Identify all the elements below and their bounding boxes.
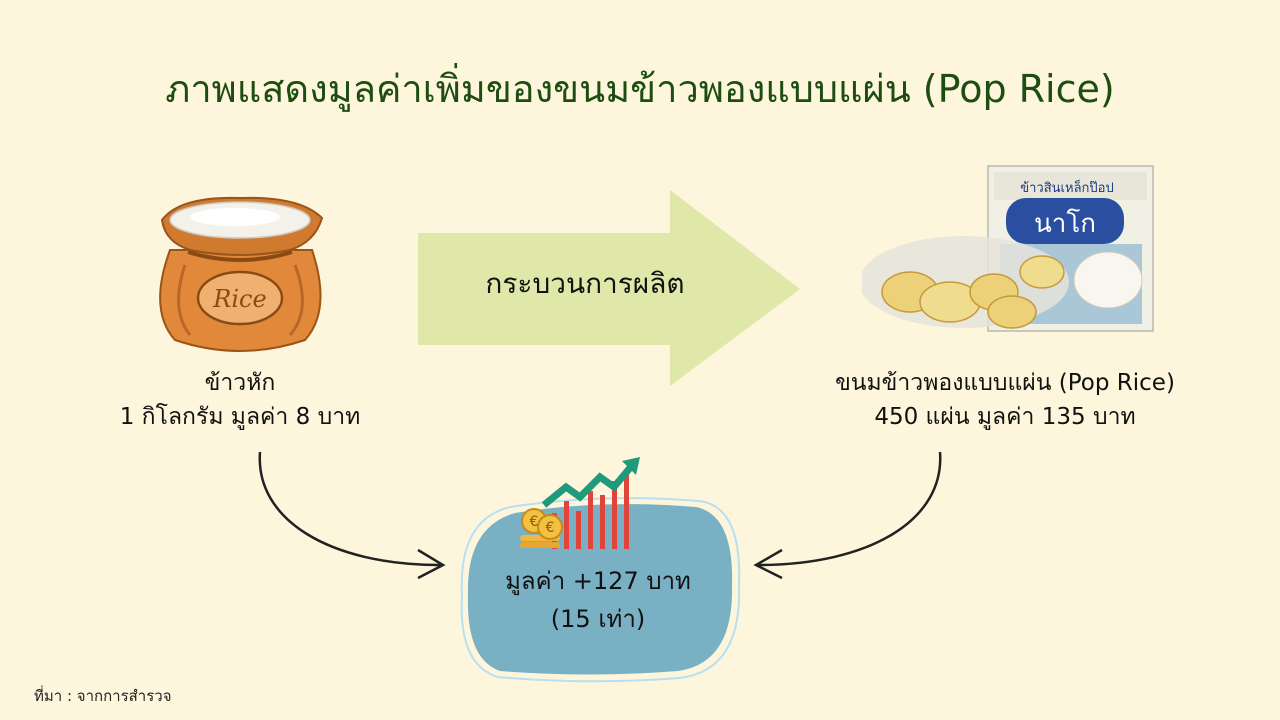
result-text: มูลค่า +127 บาท (15 เท่า) — [468, 562, 728, 638]
result-value: มูลค่า +127 บาท — [505, 567, 691, 595]
package-brand: นาโก — [1034, 208, 1096, 239]
sack-label: Rice — [212, 285, 266, 313]
input-detail: 1 กิโลกรัม มูลค่า 8 บาท — [119, 404, 361, 430]
pop-rice-package-image: ข้าวสินเหล็กป๊อป นาโก — [862, 165, 1154, 332]
output-detail: 450 แผ่น มูลค่า 135 บาท — [874, 404, 1136, 430]
page-title: ภาพแสดงมูลค่าเพิ่มของขนมข้าวพองแบบแผ่น (… — [165, 67, 1115, 111]
source-note: ที่มา : จากการสำรวจ — [34, 687, 172, 705]
left-curved-arrow — [258, 451, 441, 567]
svg-text:€: € — [546, 520, 555, 536]
input-name: ข้าวหัก — [204, 370, 276, 396]
package-top-text: ข้าวสินเหล็กป๊อป — [1020, 178, 1113, 196]
rice-sack-icon: Rice — [159, 196, 324, 352]
right-curved-arrow — [757, 451, 942, 567]
process-arrow — [418, 190, 800, 386]
process-label: กระบวนการผลิต — [485, 267, 685, 300]
growth-chart-icon: € € — [520, 457, 640, 549]
svg-text:€: € — [530, 514, 539, 530]
output-label: ขนมข้าวพองแบบแผ่น (Pop Rice) 450 แผ่น มู… — [780, 366, 1230, 434]
output-name: ขนมข้าวพองแบบแผ่น (Pop Rice) — [835, 370, 1175, 396]
result-multiple: (15 เท่า) — [550, 605, 646, 633]
input-label: ข้าวหัก 1 กิโลกรัม มูลค่า 8 บาท — [80, 366, 400, 434]
